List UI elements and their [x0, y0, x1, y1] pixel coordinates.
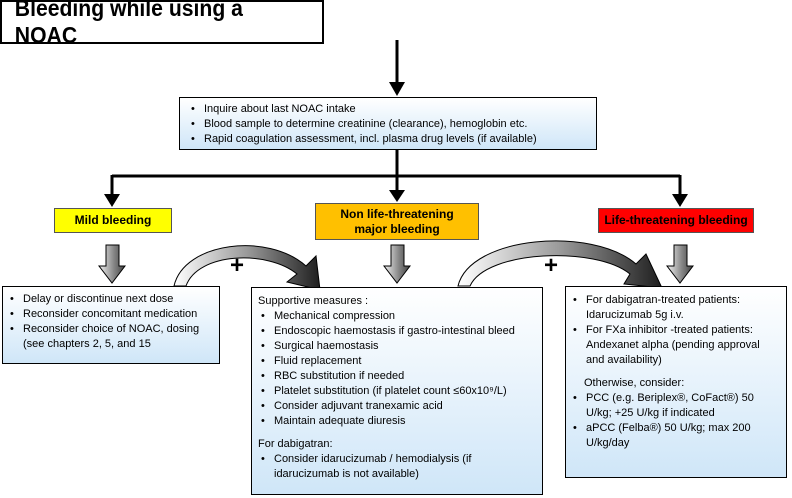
list-item: Rapid coagulation assessment, incl. plas… [188, 132, 590, 147]
arrow-title-to-assessment [389, 40, 405, 96]
curved-arrow-moderate-to-severe [457, 240, 663, 289]
list-item: RBC substitution if needed [258, 369, 536, 384]
list-item: Fluid replacement [258, 354, 536, 369]
curved-arrow-mild-to-moderate [173, 245, 321, 291]
list-item: Delay or discontinue next dose [7, 292, 215, 307]
list-item: Mechanical compression [258, 309, 536, 324]
mild-actions-box: Delay or discontinue next dose Reconside… [2, 286, 220, 364]
plus-sign-left: + [230, 252, 245, 279]
list-item: Reconsider choice of NOAC, dosing (see c… [7, 322, 215, 352]
down-arrow-moderate [382, 244, 412, 284]
arrowhead-moderate [389, 190, 405, 202]
list-item: Reconsider concomitant medication [7, 307, 215, 322]
list-item: Platelet substitution (if platelet count… [258, 384, 536, 399]
down-arrow-mild [97, 244, 127, 284]
mild-bleeding-label-text: Mild bleeding [74, 213, 152, 227]
flowchart-title: Bleeding while using a NOAC [0, 0, 324, 48]
mild-actions-list: Delay or discontinue next dose Reconside… [7, 292, 215, 352]
mild-bleeding-label: Mild bleeding [54, 208, 172, 233]
dabigatran-list: Consider idarucizumab / hemodialysis (if… [258, 452, 536, 482]
dabigatran-heading: For dabigatran: [258, 438, 333, 450]
otherwise-list: PCC (e.g. Beriplex®, CoFact®) 50 U/kg; +… [570, 391, 778, 451]
arrowhead-severe [672, 194, 688, 207]
life-threatening-bleeding-label: Life-threatening bleeding [598, 208, 754, 233]
list-item: For FXa inhibitor -treated patients: And… [570, 323, 778, 368]
list-item: For dabigatran-treated patients: Idaruci… [570, 293, 778, 323]
list-item: Endoscopic haemostasis if gastro-intesti… [258, 324, 536, 339]
initial-assessment-box: Inquire about last NOAC intake Blood sam… [179, 97, 597, 150]
list-item: Blood sample to determine creatinine (cl… [188, 117, 590, 132]
list-item: Consider adjuvant tranexamic acid [258, 399, 536, 414]
list-item: Inquire about last NOAC intake [188, 102, 590, 117]
major-bleeding-label-line1: Non life-threatening [340, 206, 454, 221]
otherwise-heading: Otherwise, consider: [584, 377, 685, 389]
down-arrow-severe [665, 244, 695, 284]
major-bleeding-label-line2: major bleeding [354, 221, 440, 236]
reversal-agents-list: For dabigatran-treated patients: Idaruci… [570, 293, 778, 368]
arrowhead-mild [104, 194, 120, 207]
supportive-measures-list: Mechanical compression Endoscopic haemos… [258, 309, 536, 429]
flowchart-title-text: Bleeding while using a NOAC [14, 0, 243, 48]
supportive-measures-heading: Supportive measures : [258, 295, 369, 307]
major-bleeding-actions-box: Supportive measures : Mechanical compres… [251, 287, 543, 495]
plus-sign-right: + [544, 252, 559, 279]
list-item: Surgical haemostasis [258, 339, 536, 354]
life-threatening-actions-box: For dabigatran-treated patients: Idaruci… [565, 286, 787, 478]
major-bleeding-label: Non life-threatening major bleeding [315, 203, 479, 240]
initial-assessment-list: Inquire about last NOAC intake Blood sam… [188, 102, 590, 147]
life-threatening-bleeding-label-text: Life-threatening bleeding [604, 213, 748, 227]
list-item: Consider idarucizumab / hemodialysis (if… [258, 452, 536, 482]
branch-connector [110, 150, 682, 196]
list-item: aPCC (Felba®) 50 U/kg; max 200 U/kg/day [570, 421, 778, 451]
list-item: PCC (e.g. Beriplex®, CoFact®) 50 U/kg; +… [570, 391, 778, 421]
list-item: Maintain adequate diuresis [258, 414, 536, 429]
